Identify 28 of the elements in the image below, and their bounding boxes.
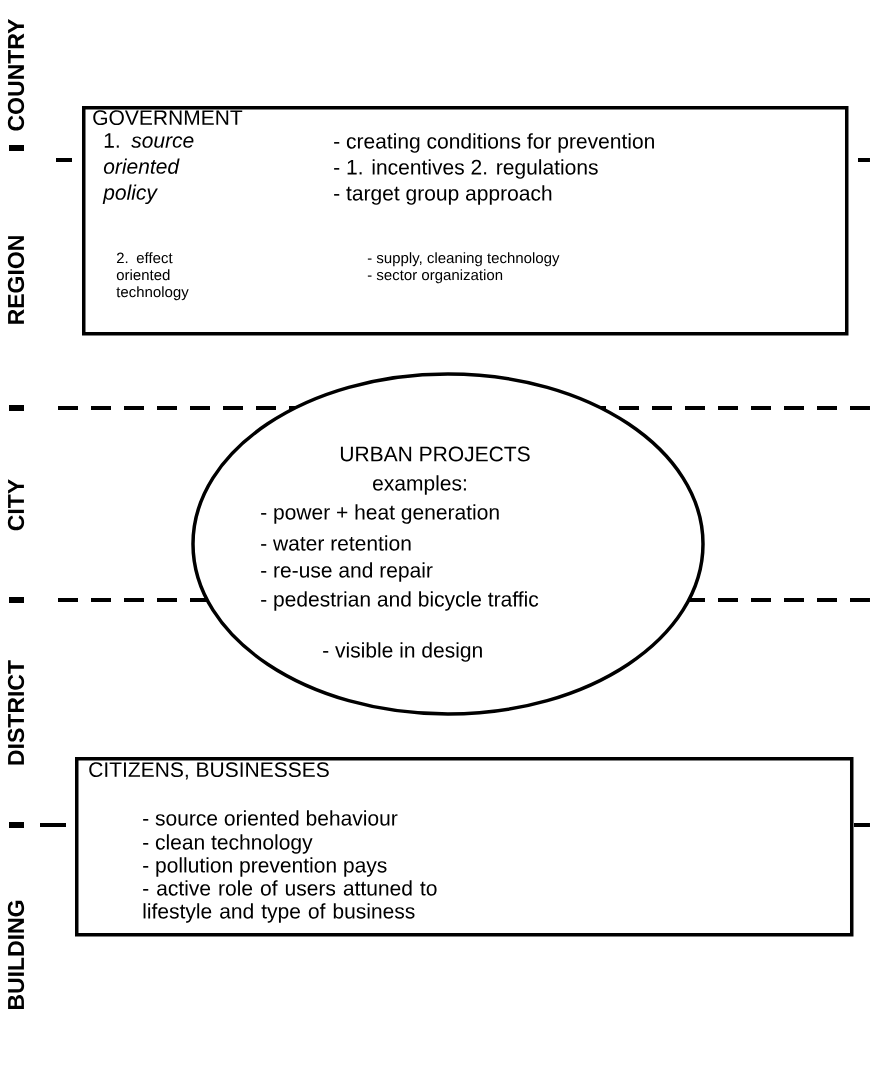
- list-item: - active role of users attuned to lifestyle and type of business: [143, 880, 437, 923]
- list-item: - sector organization: [367, 269, 503, 284]
- list-item: - pollution prevention pays: [143, 857, 387, 877]
- heading: GOVERNMENT: [93, 110, 243, 126]
- list-item: - clean technology: [143, 834, 313, 854]
- list-item: - water retention: [261, 535, 411, 551]
- outlined-box: [75, 757, 854, 937]
- list-item: - 1. incentives 2. regulations: [334, 159, 598, 179]
- level-label: CITY: [7, 479, 25, 531]
- list-item: examples:: [373, 475, 466, 495]
- list-item: - supply, cleaning technology: [367, 252, 560, 267]
- list-item: - power + heat generation: [261, 504, 499, 524]
- level-label: BUILDING: [7, 900, 25, 1010]
- list-item: - pedestrian and bicycle traffic: [261, 591, 539, 611]
- list-item: - target group approach: [334, 185, 552, 205]
- heading: URBAN PROJECTS: [340, 446, 530, 462]
- list-item: - source oriented behaviour: [143, 810, 398, 826]
- list-item: - creating conditions for prevention: [334, 133, 654, 153]
- list-item: - re-use and repair: [261, 562, 433, 582]
- outlined-box: [82, 106, 849, 336]
- ellipse-shape: [191, 372, 705, 716]
- level-label: REGION: [7, 236, 25, 324]
- level-label: COUNTRY: [7, 18, 25, 131]
- level-label: DISTRICT: [7, 660, 25, 765]
- list-item: - visible in design: [323, 642, 482, 662]
- list-item: 1. source oriented policy: [102, 133, 194, 204]
- heading: CITIZENS, BUSINESSES: [89, 762, 329, 780]
- list-item: 2. effect oriented technology: [116, 252, 189, 301]
